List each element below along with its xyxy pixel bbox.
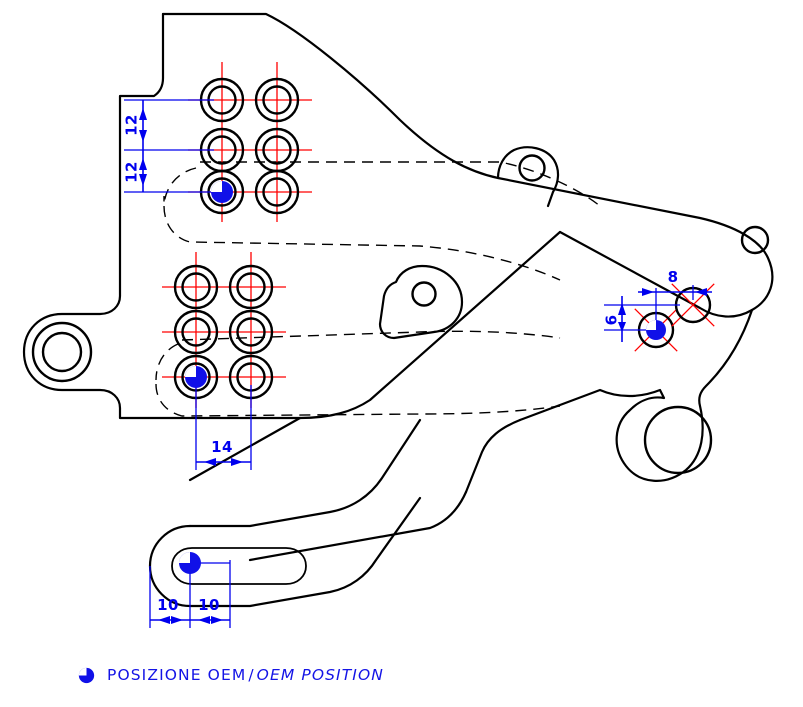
dimension-lower-14: 14	[195, 385, 252, 470]
legend-label-english: OEM POSITION	[256, 666, 384, 684]
dimension-detail-8: 8	[638, 268, 712, 336]
dimension-detail-6: 6	[603, 296, 680, 342]
right-large-hole	[643, 405, 713, 475]
dimension-label-14: 14	[211, 438, 233, 456]
upper-bolt-pattern	[188, 62, 312, 222]
oem-marker-upper-pattern	[211, 181, 233, 203]
legend-separator: /	[248, 666, 255, 684]
right-upper-hole	[740, 225, 770, 255]
dimension-label-12-top: 12	[123, 114, 141, 136]
bracket-body-outline	[22, 12, 774, 420]
legend-label-italian: POSIZIONE OEM	[107, 666, 247, 684]
middle-mount-tab	[378, 264, 464, 340]
oem-position-marker-icon	[78, 667, 95, 683]
oem-marker-lower-pattern	[185, 366, 207, 388]
oem-marker-right-detail	[646, 320, 666, 340]
dimension-label-6: 6	[603, 315, 621, 326]
upper-mount-tab	[496, 146, 560, 208]
oem-marker-lever	[179, 552, 201, 574]
legend-label: POSIZIONE OEM/OEM POSITION	[107, 666, 384, 684]
lower-bolt-pattern	[162, 252, 286, 408]
hidden-lines	[155, 161, 601, 417]
dimension-label-10-right: 10	[198, 596, 220, 614]
right-lobe-outline	[464, 308, 754, 494]
dimension-upper-12-top: 12	[123, 99, 214, 151]
dimension-upper-12-bottom: 12	[123, 150, 214, 193]
dimension-label-8: 8	[668, 268, 679, 286]
lower-arm-outline	[188, 416, 468, 562]
dimension-label-12-bottom: 12	[123, 161, 141, 183]
dimension-label-10-left: 10	[157, 596, 179, 614]
legend: POSIZIONE OEM/OEM POSITION	[78, 666, 384, 684]
left-pivot-boss	[31, 321, 93, 383]
foot-lever-outline	[148, 418, 422, 608]
dimension-lever-10-left: 10	[149, 563, 191, 628]
